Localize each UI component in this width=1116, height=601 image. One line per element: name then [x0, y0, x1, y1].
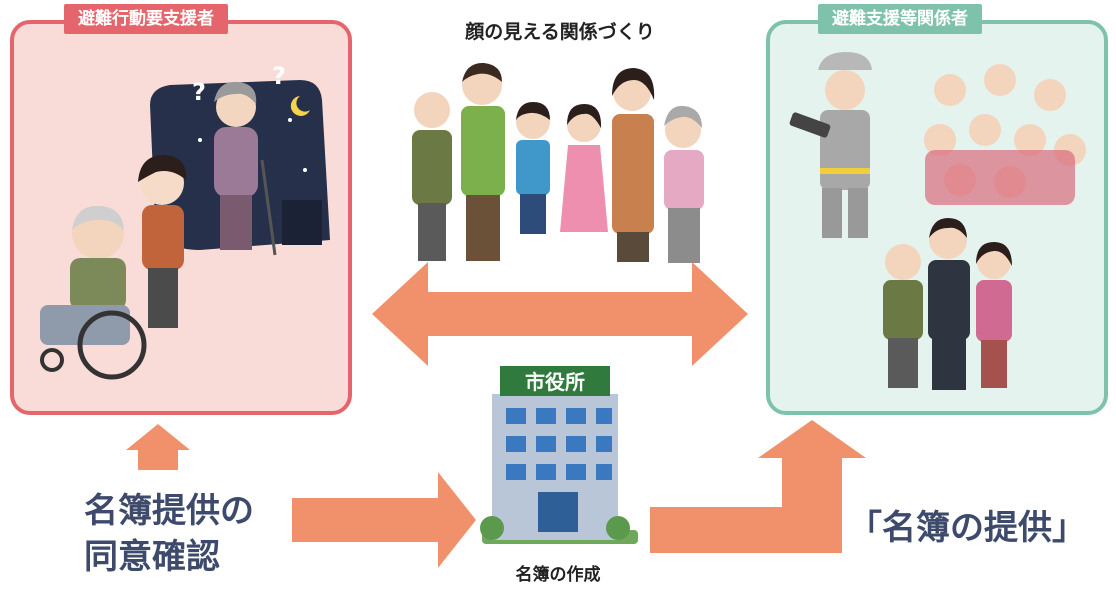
- firefighter-figure: [789, 52, 872, 238]
- city-hall-building: [480, 366, 638, 544]
- support-needed-tag: 避難行動要支援者: [64, 4, 228, 34]
- support-providers-tag: 避難支援等関係者: [818, 4, 982, 34]
- right-arrow-bottom: [292, 472, 476, 568]
- corner-arrow-right: [650, 420, 866, 553]
- relationship-caption: 顔の見える関係づくり: [465, 21, 655, 43]
- double-arrow: [372, 262, 748, 366]
- wheelchair-user-figure: [40, 205, 147, 380]
- list-creation-caption: 名簿の作成: [515, 565, 601, 585]
- cheering-crowd-figure: [912, 58, 1087, 208]
- consent-line-1: 名簿提供の: [84, 491, 254, 531]
- consent-confirmation-text: 名簿提供の 同意確認: [84, 488, 254, 580]
- man-with-glasses-person: [461, 62, 505, 261]
- svg-text:?: ?: [192, 78, 206, 106]
- elderly-woman-figure: [214, 81, 277, 256]
- woman-person: [612, 68, 655, 262]
- caregiver-figure: [138, 154, 187, 328]
- svg-text:?: ?: [272, 62, 286, 90]
- boy-person: [516, 102, 550, 234]
- girl-person: [560, 104, 608, 232]
- city-hall-sign: 市役所: [525, 370, 585, 394]
- elderly-man-person: [412, 92, 452, 261]
- list-provision-text: 「名簿の提供」: [848, 508, 1086, 548]
- elderly-woman-person: [664, 105, 704, 263]
- consent-line-2: 同意確認: [84, 537, 220, 577]
- up-arrow-left: [126, 424, 190, 470]
- community-group-illustration: [408, 55, 708, 270]
- neighbors-figure: [883, 218, 1012, 390]
